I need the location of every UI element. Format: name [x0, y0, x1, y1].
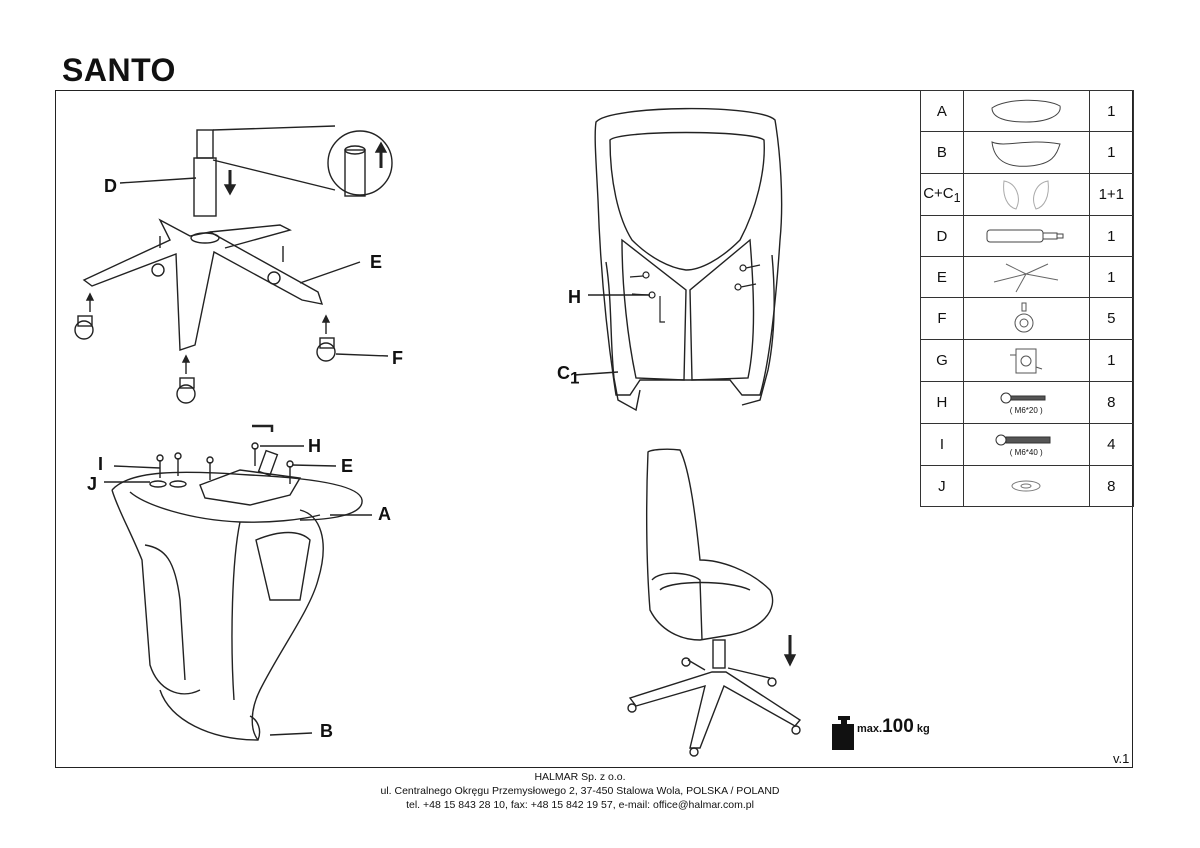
- page-title: SANTO: [62, 52, 176, 88]
- part-quantity: 1: [1088, 215, 1135, 257]
- part-quantity: 1: [1088, 256, 1135, 298]
- callout-e-bottom: E: [341, 456, 354, 476]
- part-code: J: [920, 465, 964, 507]
- washer-icon: [962, 465, 1090, 507]
- callout-e-top: E: [370, 252, 383, 272]
- backrest-illustration: [573, 107, 783, 412]
- finished-chair-illustration: [627, 448, 802, 757]
- table-row: A 1: [920, 90, 1135, 132]
- part-code: F: [920, 297, 964, 340]
- callout-j: J: [87, 474, 98, 494]
- table-row: E 1: [920, 256, 1135, 298]
- base-assembly-illustration: [74, 125, 393, 404]
- part-quantity: 4: [1088, 423, 1135, 466]
- table-row: C+C1 1+1: [920, 173, 1135, 216]
- version-label: v.1: [1113, 751, 1130, 766]
- table-row: D 1: [920, 215, 1135, 257]
- part-quantity: 1: [1088, 131, 1135, 174]
- bolt-icon: ( M6*20 ): [962, 381, 1090, 424]
- armrests-icon: [962, 173, 1090, 216]
- part-code: B: [920, 131, 964, 174]
- part-code: G: [920, 339, 964, 382]
- callout-h-top: H: [568, 287, 581, 307]
- part-quantity: 8: [1088, 381, 1135, 424]
- mechanism-icon: [962, 339, 1090, 382]
- caster-icon: [962, 297, 1090, 340]
- seat-cushion-icon: [962, 90, 1090, 132]
- callout-h-bottom: H: [308, 436, 321, 456]
- table-row: F 5: [920, 297, 1135, 340]
- seat-assembly-illustration: [104, 424, 372, 741]
- callout-c1: C1: [557, 363, 580, 388]
- part-code: H: [920, 381, 964, 424]
- callout-i: I: [98, 454, 104, 474]
- weight-icon: [832, 716, 854, 750]
- callout-a: A: [378, 504, 391, 524]
- part-quantity: 1+1: [1088, 173, 1135, 216]
- table-row: H ( M6*20 ) 8: [920, 381, 1135, 424]
- part-code: C+C1: [920, 173, 964, 216]
- gas-lift-icon: [962, 215, 1090, 257]
- table-row: G 1: [920, 339, 1135, 382]
- max-weight-label: max.100 kg: [857, 716, 930, 737]
- part-quantity: 8: [1088, 465, 1135, 507]
- table-row: J 8: [920, 465, 1135, 507]
- part-quantity: 1: [1088, 339, 1135, 382]
- part-quantity: 1: [1088, 90, 1135, 132]
- table-row: B 1: [920, 131, 1135, 174]
- company-contact: tel. +48 15 843 28 10, fax: +48 15 842 1…: [406, 799, 754, 811]
- company-address: ul. Centralnego Okręgu Przemysłowego 2, …: [380, 785, 780, 797]
- bolt-icon: ( M6*40 ): [962, 423, 1090, 466]
- seat-base-icon: [962, 131, 1090, 174]
- callout-d: D: [104, 176, 117, 196]
- part-code: I: [920, 423, 964, 466]
- parts-list-table: A 1 B 1 C+C1 1+1 D 1 E 1 F 5 G 1 H ( M6*…: [920, 90, 1135, 507]
- part-quantity: 5: [1088, 297, 1135, 340]
- company-footer: HALMAR Sp. z o.o. ul. Centralnego Okręgu…: [0, 770, 1160, 812]
- callout-f: F: [392, 348, 403, 368]
- part-code: E: [920, 256, 964, 298]
- star-base-icon: [962, 256, 1090, 298]
- part-code: A: [920, 90, 964, 132]
- company-name: HALMAR Sp. z o.o.: [534, 771, 626, 783]
- callout-b: B: [320, 721, 333, 741]
- part-code: D: [920, 215, 964, 257]
- table-row: I ( M6*40 ) 4: [920, 423, 1135, 466]
